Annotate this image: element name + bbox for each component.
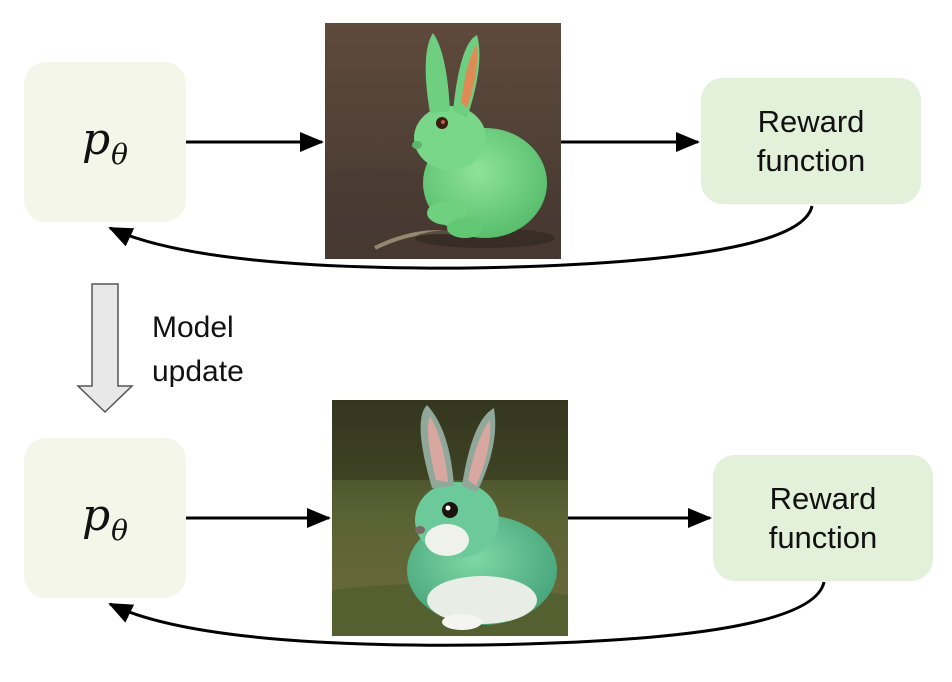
bottom-reward-label: Reward function — [768, 481, 878, 555]
top-reward-label: Reward function — [756, 104, 866, 178]
bottom-reward-box: Reward function — [713, 455, 933, 581]
model-update-arrow-icon — [76, 283, 134, 414]
top-reward-box: Reward function — [701, 78, 921, 204]
bottom-model-box: pθ — [24, 438, 186, 598]
bottom-feedback-arrow — [108, 581, 826, 647]
bottom-model-label: pθ — [81, 489, 129, 547]
green-rabbit-figurine-image — [325, 23, 561, 259]
top-generated-image — [325, 23, 561, 259]
model-update-label: Model update — [152, 311, 244, 388]
bottom-generated-image — [332, 400, 568, 636]
top-model-box: pθ — [24, 62, 186, 222]
top-model-label: pθ — [81, 113, 129, 171]
green-furry-rabbit-image — [332, 400, 568, 636]
top-feedback-arrow — [108, 205, 814, 270]
